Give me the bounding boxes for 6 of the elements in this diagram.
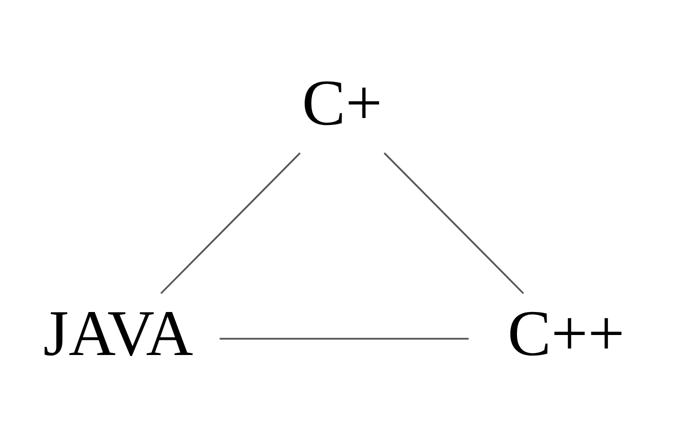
node-text: C+ (302, 68, 382, 140)
node-text: C++ (508, 298, 625, 370)
connector (160, 152, 301, 294)
connector (384, 152, 524, 294)
node-text: JAVA (43, 298, 194, 370)
connector (220, 338, 469, 340)
